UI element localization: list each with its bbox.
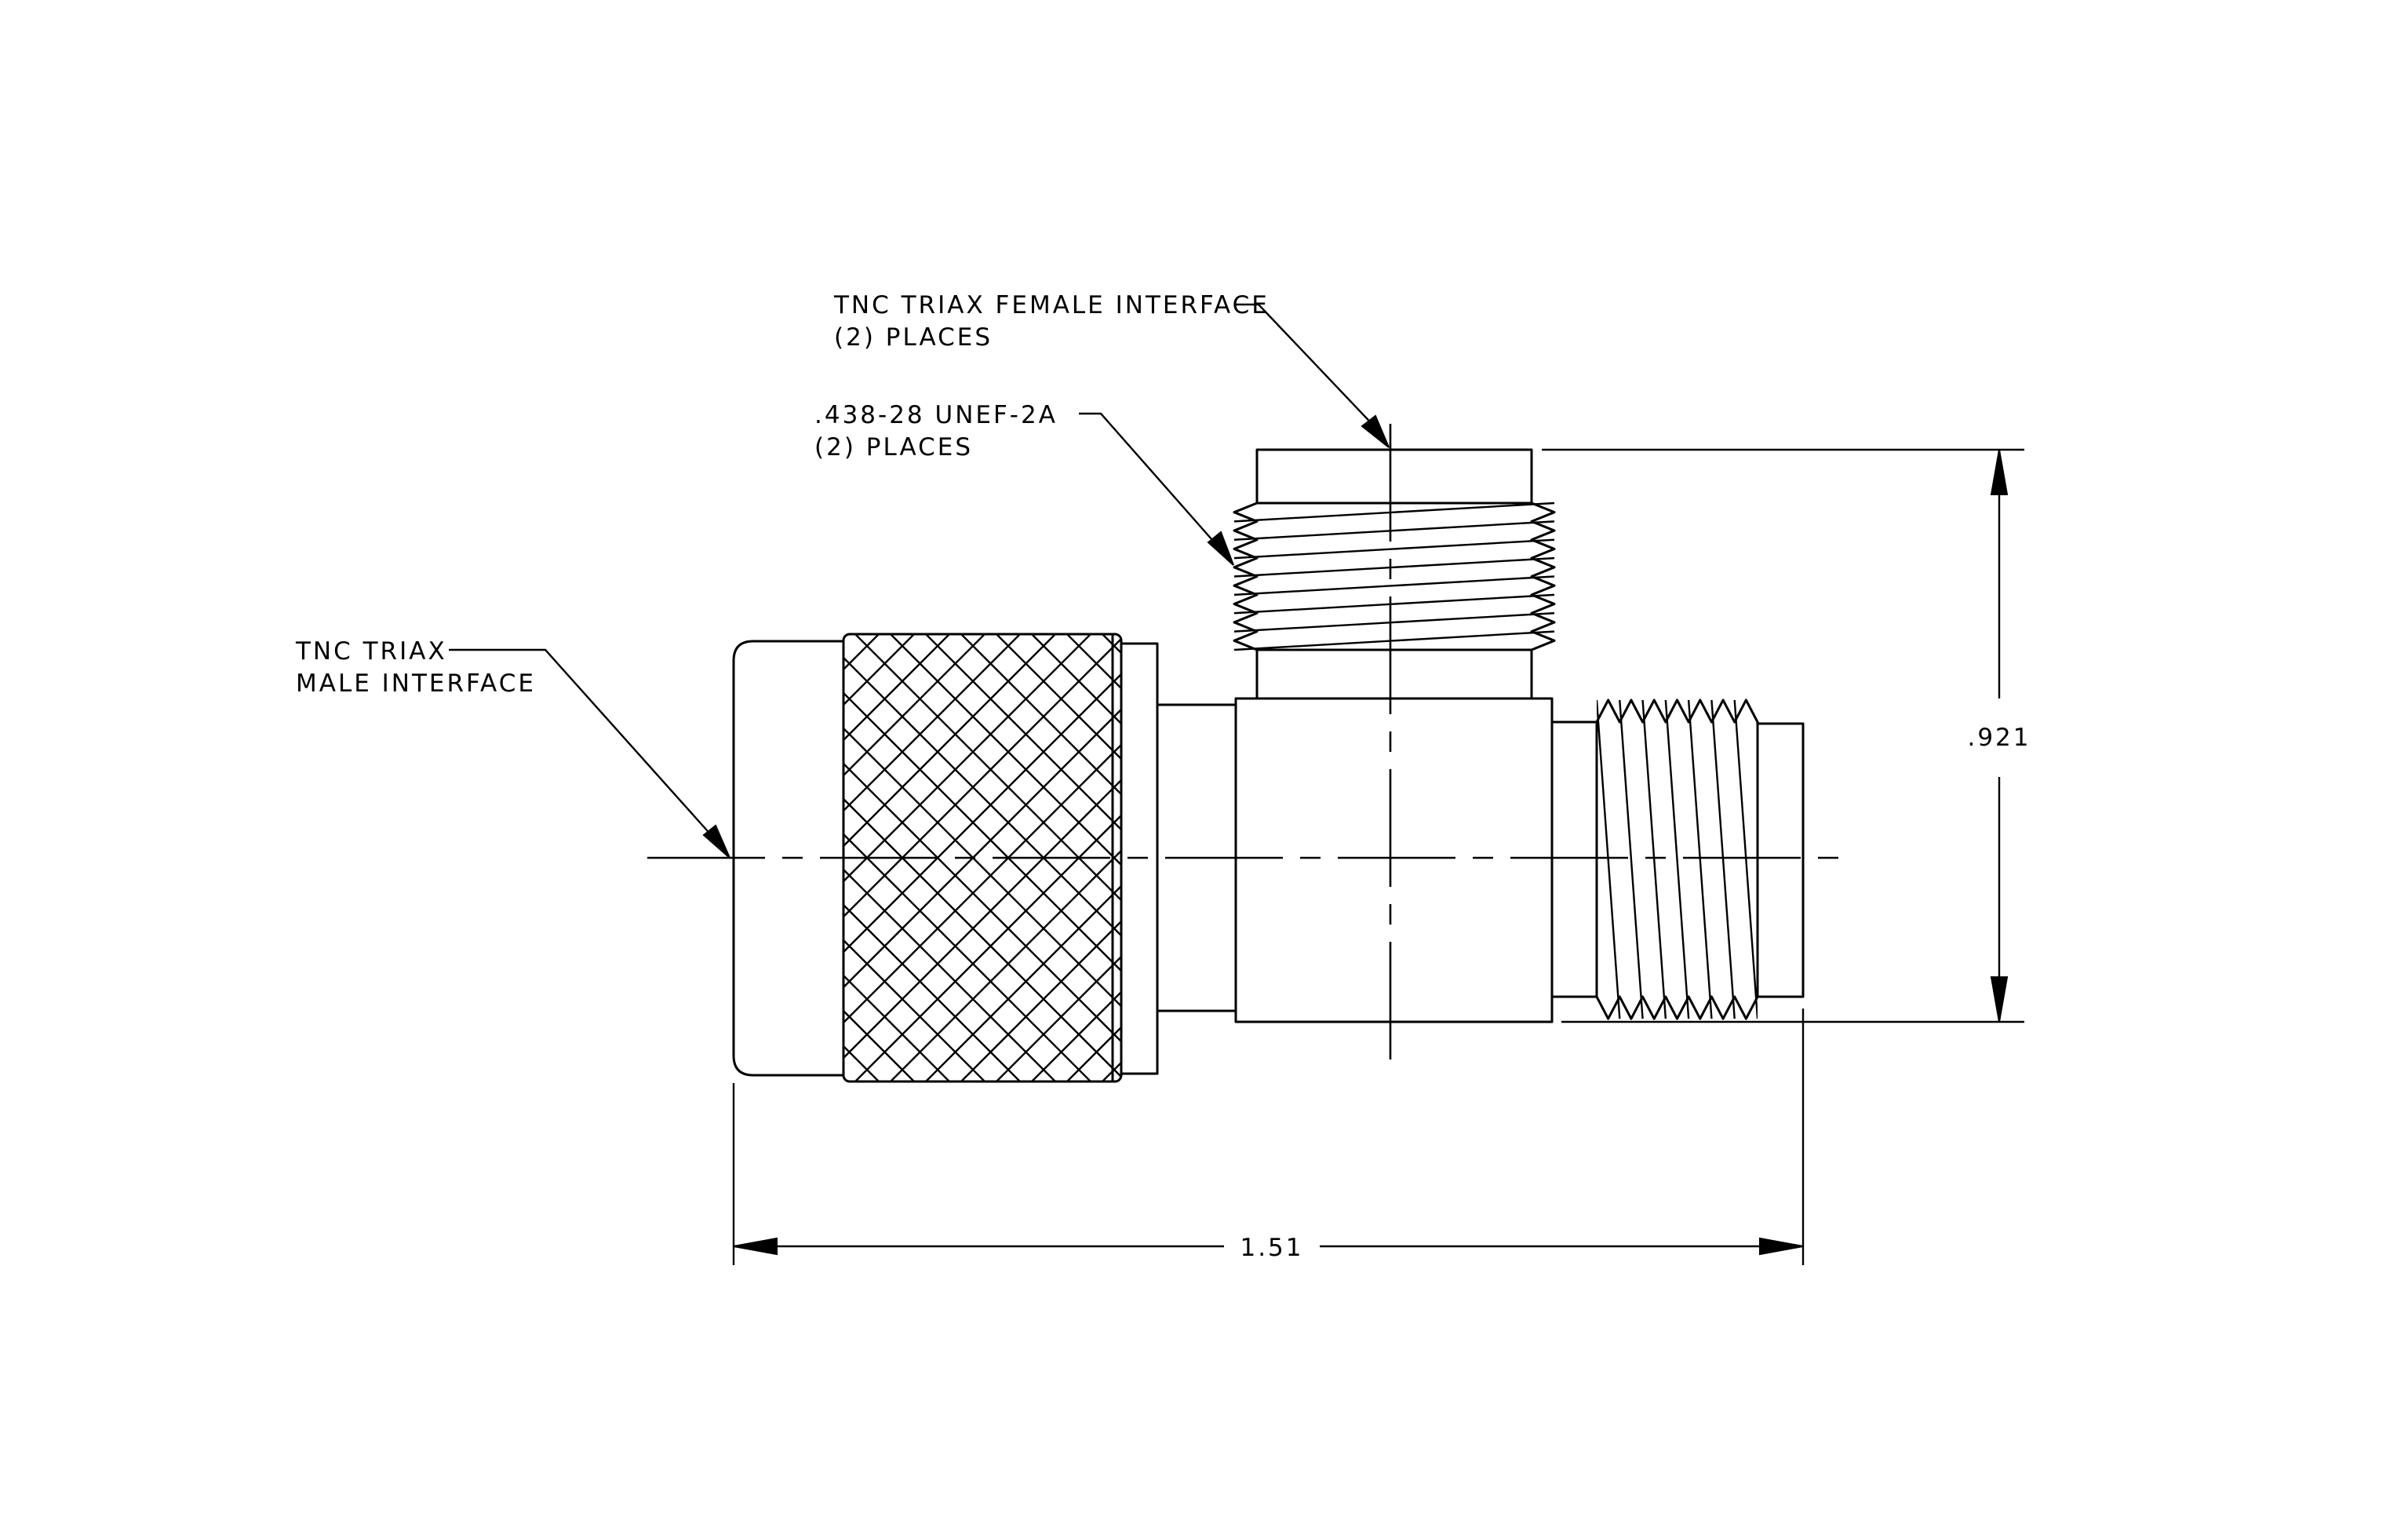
right-thread-crest [1664, 699, 1690, 1019]
female-leader-arrowhead [1361, 414, 1390, 448]
knurl-line [1031, 634, 1121, 1081]
knurl-line [854, 634, 1121, 1081]
top-port-neck [1255, 648, 1533, 700]
right-thread-profile-bottom [1595, 995, 1759, 1020]
top-thread-profile-right [1530, 502, 1556, 651]
male-interface-leader [449, 648, 721, 846]
knurl-line [843, 634, 1091, 1081]
height-arrow-bottom [1990, 976, 2009, 1023]
knurl-line [925, 634, 1121, 1081]
thread-leader [1079, 412, 1225, 554]
right-thread-crest [1641, 699, 1667, 1019]
top-thread-profile-left [1233, 502, 1259, 651]
top-thread-crest [1233, 612, 1555, 633]
knurl-line [996, 634, 1121, 1081]
right-thread-crest [1710, 699, 1736, 1019]
right-thread-crest [1619, 699, 1644, 1019]
right-thread-crest [1733, 699, 1758, 1019]
female-interface-leader [1236, 303, 1380, 432]
knurl-line [843, 634, 1121, 1081]
height-arrow-top [1990, 449, 2009, 495]
knurl-line [843, 634, 1056, 1081]
thread-leader-arrowhead [1207, 531, 1234, 566]
right-thread-profile-top [1595, 698, 1759, 724]
thread-spec-label-line2: (2) PLACES [814, 433, 973, 461]
knurl-line [843, 634, 1121, 1081]
top-port-face [1255, 448, 1533, 505]
length-dimension: 1.51 [1240, 1234, 1303, 1262]
tee-body [1234, 697, 1554, 1023]
right-port-base [1550, 720, 1598, 998]
female-interface-label-line2: (2) PLACES [834, 323, 993, 352]
height-dimension: .921 [1967, 724, 2031, 752]
knurl-line [996, 634, 1121, 1081]
knurl-line [843, 634, 1121, 1081]
male-interface-label-line2: MALE INTERFACE [296, 669, 536, 698]
knurl-line [843, 634, 844, 1081]
knurl-line [843, 634, 985, 1081]
top-thread-crest [1233, 593, 1555, 615]
knurl-line [843, 634, 844, 1081]
length-arrow-right [1759, 1237, 1804, 1256]
male-interface-nose [732, 640, 845, 1077]
knurl-line [890, 634, 1121, 1081]
top-port-thread [1233, 502, 1556, 651]
right-port-face [1756, 722, 1805, 998]
knurl-line [843, 634, 985, 1081]
knurl-line [843, 634, 1021, 1081]
thread-spec-label-line1: .438-28 UNEF-2A [814, 401, 1058, 429]
male-leader-arrowhead [702, 824, 730, 859]
knurl-line [960, 634, 1121, 1081]
right-thread-crest [1597, 699, 1621, 1019]
knurl-line [925, 634, 1121, 1081]
male-interface-label-line1: TNC TRIAX [295, 637, 447, 666]
top-thread-crest [1233, 575, 1555, 596]
knurl-line [843, 634, 950, 1081]
knurl-line [1031, 634, 1121, 1081]
knurl-line [843, 634, 1056, 1081]
knurl-pattern [843, 634, 1121, 1081]
knurl-line [843, 634, 1021, 1081]
right-thread-crests [1597, 699, 1758, 1019]
top-thread-crest [1233, 630, 1555, 651]
right-port-thread [1595, 698, 1759, 1020]
top-thread-crest [1233, 556, 1555, 578]
top-thread-crest [1233, 538, 1555, 560]
right-thread-crest [1687, 699, 1713, 1019]
female-interface-label-line1: TNC TRIAX FEMALE INTERFACE [833, 291, 1270, 319]
knurl-line [843, 634, 1121, 1081]
top-thread-crest [1233, 520, 1555, 541]
knurl-line [960, 634, 1121, 1081]
top-thread-crest [1233, 502, 1555, 523]
knurl-line [843, 634, 950, 1081]
knurl-line [843, 634, 1121, 1081]
length-arrow-left [733, 1237, 778, 1256]
